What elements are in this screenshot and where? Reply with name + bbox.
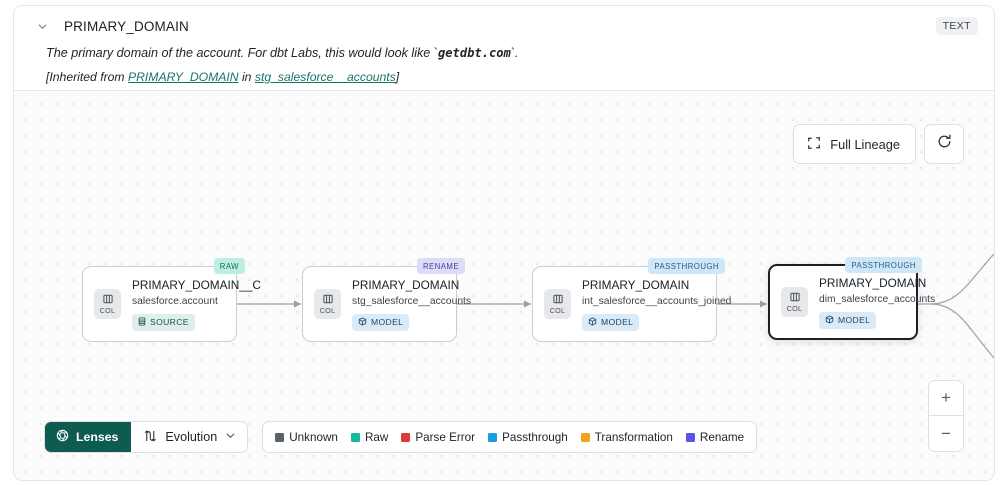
full-lineage-label: Full Lineage	[830, 136, 900, 152]
node-tag-badge: PASSTHROUGH	[648, 258, 725, 274]
zoom-in-button[interactable]: +	[929, 381, 963, 416]
legend-swatch	[275, 432, 285, 442]
legend-swatch	[580, 432, 590, 442]
type-badge: TEXT	[935, 17, 978, 35]
legend-swatch	[488, 432, 498, 442]
evolution-dropdown[interactable]: Evolution	[131, 422, 247, 452]
legend-item-rename: Rename	[685, 430, 745, 444]
lineage-legend: Unknown Raw Parse Error Passthrough	[262, 421, 758, 453]
column-icon-label: COL	[549, 306, 566, 315]
legend-item-passthrough: Passthrough	[488, 431, 568, 444]
lineage-node[interactable]: RENAME COL PRIMARY_DOMAIN stg_salesforce…	[302, 258, 471, 342]
description-prefix: The primary domain of the account. For d…	[46, 46, 438, 60]
node-body: PRIMARY_DOMAIN stg_salesforce__accounts …	[352, 278, 471, 331]
column-icon-label: COL	[319, 306, 336, 315]
column-icon-label: COL	[786, 304, 803, 313]
full-lineage-button[interactable]: Full Lineage	[793, 124, 916, 164]
node-title: PRIMARY_DOMAIN	[352, 277, 460, 292]
refresh-button[interactable]	[924, 124, 964, 164]
node-title: PRIMARY_DOMAIN	[582, 277, 690, 292]
zoom-controls: + −	[928, 380, 964, 452]
node-kind-badge: MODEL	[819, 311, 877, 329]
legend-item-raw: Raw	[350, 430, 389, 444]
header: PRIMARY_DOMAIN TEXT The primary domain o…	[14, 6, 994, 91]
refresh-icon	[936, 133, 953, 155]
canvas-controls: Full Lineage	[793, 124, 964, 164]
chevron-down-icon	[225, 430, 236, 444]
node-kind-label: MODEL	[838, 315, 871, 325]
description-code: getdbt.com	[438, 46, 511, 60]
inherited-suffix: ]	[395, 70, 400, 84]
legend-item-unknown: Unknown	[275, 431, 338, 444]
node-kind-badge: SOURCE	[132, 313, 195, 331]
inherited-prefix: [Inherited from	[46, 70, 128, 84]
database-icon	[138, 317, 146, 328]
inherited-mid: in	[238, 70, 255, 84]
column-icon: COL	[314, 289, 341, 319]
inherited-column-link[interactable]: PRIMARY_DOMAIN	[127, 70, 239, 84]
page-title: PRIMARY_DOMAIN	[64, 18, 189, 34]
node-kind-badge: MODEL	[582, 313, 640, 331]
cube-icon	[825, 314, 834, 326]
legend-swatch	[401, 432, 411, 442]
node-kind-label: SOURCE	[150, 317, 189, 327]
legend-item-parse-error: Parse Error	[401, 431, 475, 444]
chevron-down-icon[interactable]	[32, 16, 52, 36]
canvas-bottom-bar: Lenses Evolution U	[44, 421, 758, 453]
evolution-icon	[143, 429, 157, 446]
lineage-node[interactable]: PASSTHROUGH COL PRIMARY_DOMAIN int_sales…	[532, 258, 731, 342]
node-tag-badge: RENAME	[416, 258, 465, 274]
legend-swatch	[350, 432, 360, 442]
legend-label: Passthrough	[502, 430, 568, 444]
column-icon-label: COL	[99, 306, 116, 315]
column-icon: COL	[94, 289, 121, 319]
header-divider	[14, 90, 994, 91]
node-subtitle: dim_salesforce_accounts	[819, 293, 936, 305]
node-tag-badge: PASSTHROUGH	[845, 257, 922, 273]
node-body: PRIMARY_DOMAIN int_salesforce__accounts_…	[582, 278, 731, 331]
legend-label: Rename	[699, 430, 745, 444]
node-subtitle: stg_salesforce__accounts	[352, 295, 472, 307]
node-title: PRIMARY_DOMAIN	[819, 275, 927, 290]
legend-swatch	[685, 432, 695, 442]
expand-corners-icon	[807, 136, 821, 153]
lineage-card: PRIMARY_DOMAIN TEXT The primary domain o…	[13, 5, 995, 481]
node-kind-label: MODEL	[371, 317, 404, 327]
lineage-canvas[interactable]: Full Lineage + − RAW COL	[14, 91, 994, 480]
node-body: PRIMARY_DOMAIN__C salesforce.account SOU…	[132, 278, 261, 331]
node-subtitle: int_salesforce__accounts_joined	[582, 295, 732, 307]
node-title: PRIMARY_DOMAIN__C	[132, 277, 261, 292]
legend-label: Transformation	[594, 430, 673, 444]
column-icon: COL	[544, 289, 571, 319]
column-description: The primary domain of the account. For d…	[46, 45, 978, 62]
inherited-note: [Inherited from PRIMARY_DOMAIN in stg_sa…	[46, 69, 978, 85]
lenses-evolution-group: Lenses Evolution	[44, 421, 249, 453]
evolution-label: Evolution	[165, 430, 218, 444]
node-tag-badge: RAW	[213, 258, 245, 274]
legend-label: Raw	[364, 430, 389, 444]
legend-item-transformation: Transformation	[580, 430, 673, 444]
aperture-icon	[56, 429, 69, 445]
header-top-row: PRIMARY_DOMAIN	[30, 6, 978, 40]
node-kind-label: MODEL	[601, 317, 634, 327]
cube-icon	[358, 316, 367, 328]
node-body: PRIMARY_DOMAIN dim_salesforce_accounts M…	[819, 276, 935, 329]
node-subtitle: salesforce.account	[132, 295, 218, 307]
lenses-button[interactable]: Lenses	[45, 422, 132, 452]
description-suffix: `.	[510, 46, 519, 60]
legend-label: Parse Error	[415, 430, 476, 444]
zoom-out-button[interactable]: −	[941, 423, 951, 443]
inherited-model-link[interactable]: stg_salesforce__accounts	[254, 70, 396, 84]
column-icon: COL	[781, 287, 808, 317]
lineage-node[interactable]: RAW COL PRIMARY_DOMAIN__C salesforce.acc…	[82, 258, 261, 342]
lineage-node-selected[interactable]: PASSTHROUGH COL PRIMARY_DOMAIN dim_sales…	[768, 257, 935, 340]
cube-icon	[588, 316, 597, 328]
lenses-label: Lenses	[76, 430, 119, 444]
legend-label: Unknown	[289, 430, 338, 444]
node-kind-badge: MODEL	[352, 313, 410, 331]
